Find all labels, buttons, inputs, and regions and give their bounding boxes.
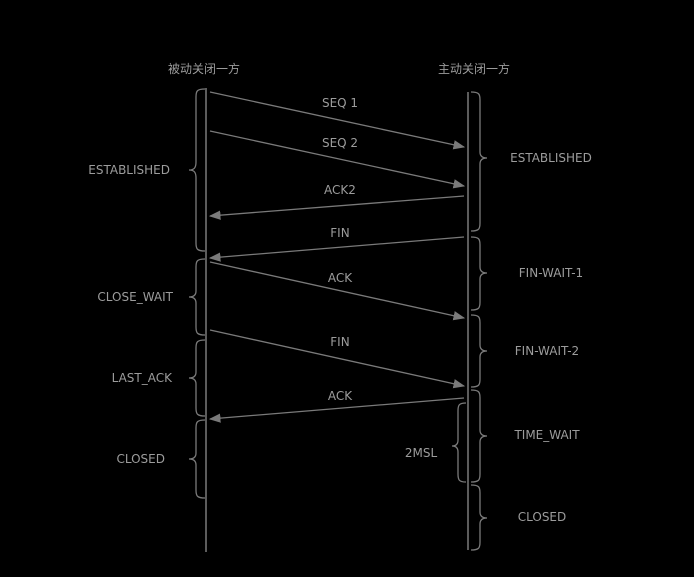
message-arrows xyxy=(208,91,466,423)
message-label: SEQ 1 xyxy=(322,96,358,110)
message-label: ACK xyxy=(328,389,353,403)
message-label: ACK2 xyxy=(324,183,356,197)
brace-closed-right xyxy=(470,484,488,551)
brace-established-right xyxy=(470,91,488,232)
active-side-header: 主动关闭一方 xyxy=(438,61,510,76)
message-label: SEQ 2 xyxy=(322,136,358,150)
arrow-final-ack xyxy=(208,397,465,423)
brace-time-wait xyxy=(470,389,488,483)
state-label-right: FIN-WAIT-2 xyxy=(515,344,579,358)
arrow-seq-1 xyxy=(209,91,466,150)
state-label-right: ESTABLISHED xyxy=(510,151,592,165)
arrow-fin-from-passive xyxy=(209,329,466,389)
state-label-left: CLOSE_WAIT xyxy=(97,290,173,304)
state-label-right: TIME_WAIT xyxy=(513,428,580,442)
state-label-right: FIN-WAIT-1 xyxy=(519,266,583,280)
brace-closed-left xyxy=(188,419,206,499)
message-labels: SEQ 1 SEQ 2 ACK2 FIN ACK FIN ACK xyxy=(322,96,358,403)
brace-fin-wait-2 xyxy=(470,314,488,388)
state-label-left: ESTABLISHED xyxy=(88,163,170,177)
brace-established-left xyxy=(188,88,206,252)
arrow-ack2 xyxy=(208,195,465,220)
active-state-braces xyxy=(470,91,488,551)
passive-side-header: 被动关闭一方 xyxy=(168,61,240,76)
state-label-left: LAST_ACK xyxy=(112,371,173,385)
message-label: FIN xyxy=(330,226,349,240)
brace-last-ack xyxy=(188,339,206,417)
state-label-left: CLOSED xyxy=(116,452,165,466)
timer-2msl-label: 2MSL xyxy=(405,446,438,460)
message-label: FIN xyxy=(330,335,349,349)
state-label-right: CLOSED xyxy=(518,510,567,524)
arrow-fin-from-active xyxy=(208,236,465,262)
passive-state-braces xyxy=(188,88,206,499)
arrow-ack-from-passive xyxy=(209,261,466,321)
brace-close-wait xyxy=(188,258,206,336)
message-label: ACK xyxy=(328,271,353,285)
arrow-seq-2 xyxy=(209,130,466,189)
brace-2msl xyxy=(451,402,467,483)
active-state-labels: ESTABLISHED FIN-WAIT-1 FIN-WAIT-2 TIME_W… xyxy=(510,151,592,524)
passive-state-labels: ESTABLISHED CLOSE_WAIT LAST_ACK CLOSED xyxy=(88,163,173,466)
brace-fin-wait-1 xyxy=(470,236,488,311)
